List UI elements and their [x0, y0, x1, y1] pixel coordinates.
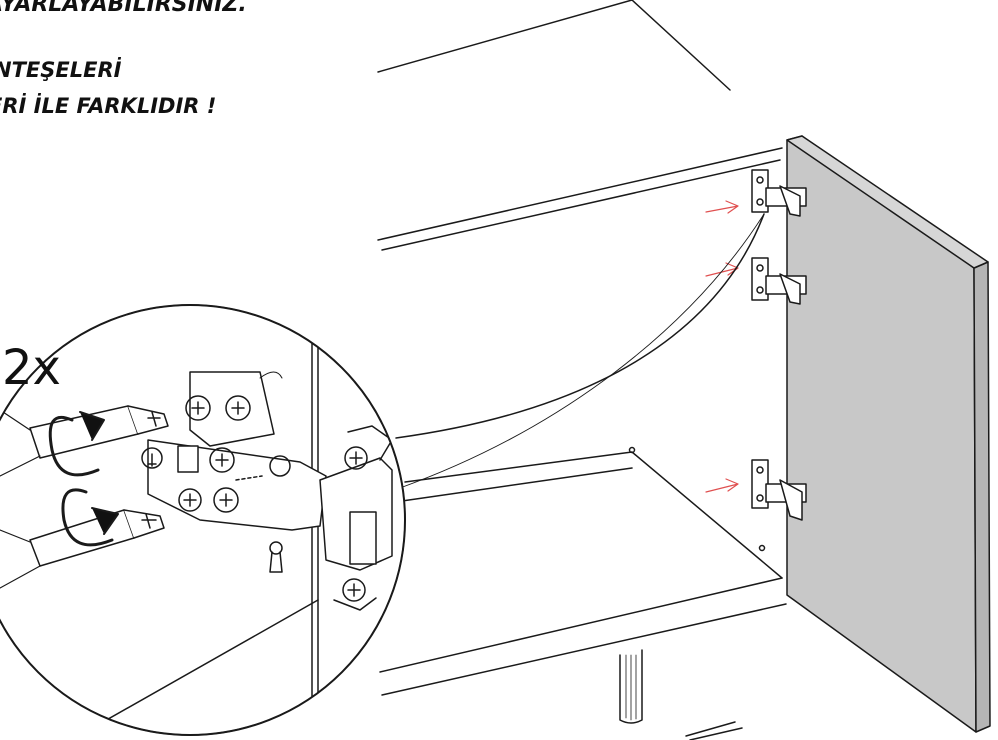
floor-fragment: [685, 721, 743, 740]
cabinet-leg: [619, 649, 643, 724]
cabinet-body: [377, 0, 787, 696]
hinge-icon-bottom: [751, 459, 807, 521]
cabinet-door: [786, 135, 991, 733]
screw-dots: [628, 446, 766, 552]
hinge-icon-middle: [751, 257, 807, 305]
rotation-arrow-icon: [48, 411, 119, 547]
rotation-count-label: 2x: [2, 340, 61, 396]
hinge-icon-top: [751, 169, 807, 217]
instruction-line-1: AYARLAYABİLİRSİNİZ.: [0, 0, 247, 17]
leader-lines: [395, 213, 765, 489]
instruction-line-2: NTEŞELERİ: [0, 58, 122, 82]
detail-magnifier: [0, 304, 406, 736]
instruction-line-3: ERİ İLE FARKLIDIR !: [0, 94, 217, 118]
red-arrow-icon: [705, 200, 739, 493]
